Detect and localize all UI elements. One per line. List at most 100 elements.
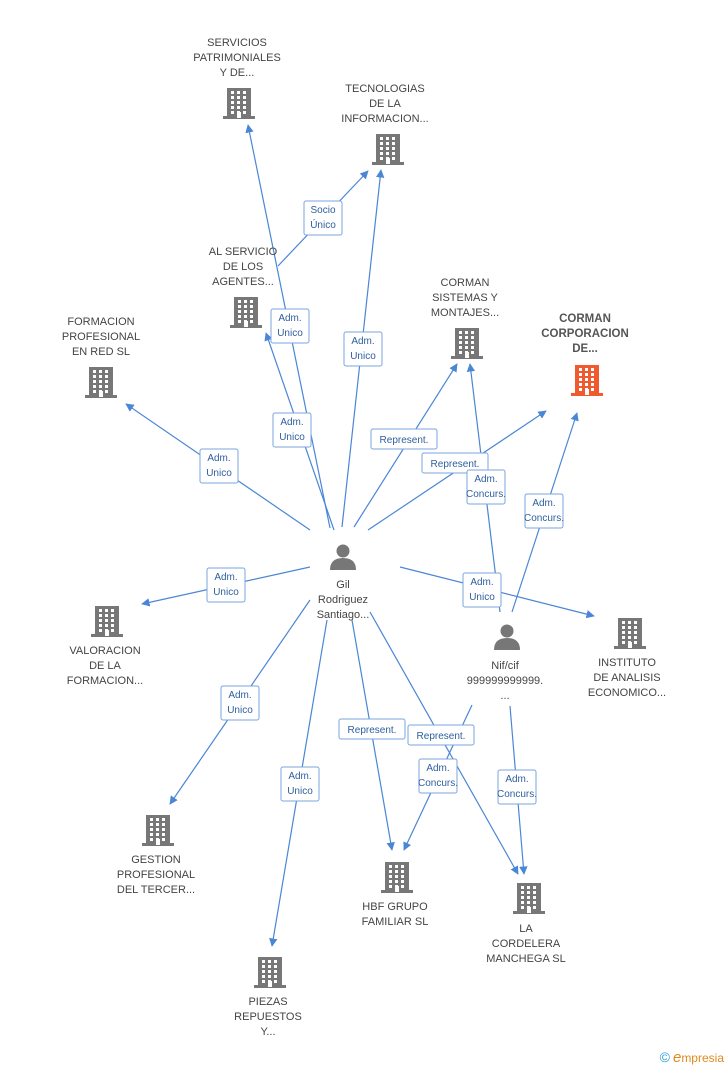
node-label-line: SERVICIOS <box>207 37 267 49</box>
building-icon <box>571 365 603 396</box>
edge-label-text: Concurs. <box>466 489 506 500</box>
node-label-line: HBF GRUPO <box>362 901 428 913</box>
edge-label-text: Unico <box>350 351 376 362</box>
building-icon <box>230 297 262 328</box>
node-nif[interactable]: Nif/cif999999999999.... <box>467 624 543 703</box>
edge-label-text: Unico <box>206 468 232 479</box>
edge-label-text: Adm. <box>474 474 497 485</box>
node-label-line: DE ANALISIS <box>593 672 660 684</box>
edge-label-box <box>524 493 564 529</box>
edge-label-text: Adm. <box>288 771 311 782</box>
node-label-line: CORMAN <box>559 313 611 325</box>
node-instituto[interactable]: INSTITUTO DE ANALISIS ECONOMICO... <box>588 618 666 699</box>
edge-label-box <box>418 758 458 794</box>
node-cordelera[interactable]: LA CORDELERA MANCHEGA SL <box>486 883 566 965</box>
building-icon <box>372 134 404 165</box>
node-label-line: INSTITUTO <box>598 657 656 669</box>
edge-label-text: Adm. <box>280 417 303 428</box>
edge-label-box <box>199 448 239 484</box>
node-label-line: MONTAJES... <box>431 307 499 319</box>
edge-label-e11[interactable]: Adm.Unico <box>462 572 502 608</box>
node-label-line: CORMAN <box>441 277 490 289</box>
edge-label-e3[interactable]: Adm.Unico <box>199 448 239 484</box>
edge-label-text: Represent. <box>380 435 429 446</box>
node-label-line: CORDELERA <box>492 938 561 950</box>
edge-label-text: Único <box>310 218 336 231</box>
edge-label-e9[interactable]: Adm.Concurs. <box>524 493 564 529</box>
node-piezas[interactable]: PIEZASREPUESTOSY... <box>234 957 302 1038</box>
node-gil[interactable]: GilRodriguezSantiago... <box>317 544 370 622</box>
node-label-line: 999999999999. <box>467 675 543 687</box>
node-label-line: DEL TERCER... <box>117 884 195 896</box>
edge-label-box <box>370 428 438 450</box>
person-icon <box>494 624 520 650</box>
edge-label-box <box>497 769 537 805</box>
edge-label-e6[interactable]: Represent. <box>370 428 438 450</box>
edge-label-e1[interactable]: Adm.Unico <box>270 308 310 344</box>
edge-label-e17[interactable]: Adm.Concurs. <box>418 758 458 794</box>
edge-label-e4[interactable]: Adm. Unico <box>343 331 383 367</box>
edge-label-text: Represent. <box>348 725 397 736</box>
edge-label-e18[interactable]: Adm.Concurs. <box>497 769 537 805</box>
brand-footer[interactable]: ©empresia <box>660 1049 724 1066</box>
edge-label-text: Socio <box>310 205 335 216</box>
building-icon <box>91 606 123 637</box>
edge-label-text: Adm. <box>228 690 251 701</box>
edge-label-e13[interactable]: Adm. Unico <box>280 766 320 802</box>
node-label-line: MANCHEGA SL <box>486 953 565 965</box>
edge-label-e8[interactable]: Adm. Concurs. <box>466 469 506 505</box>
node-label-line: FORMACION <box>67 316 134 328</box>
edge-label-e10[interactable]: Adm. Unico <box>206 567 246 603</box>
edge-label-text: Adm. <box>351 336 374 347</box>
building-icon <box>381 862 413 893</box>
edge-label-text: Adm. <box>532 498 555 509</box>
node-label-line: ECONOMICO... <box>588 687 666 699</box>
node-label-line: Santiago... <box>317 609 370 621</box>
edge-label-e2[interactable]: Adm. Unico <box>272 412 312 448</box>
brand-name: mpresia <box>681 1051 724 1065</box>
edge-label-text: Adm. <box>214 572 237 583</box>
node-label-line: PROFESIONAL <box>62 331 140 343</box>
edge-labels-layer: Adm.UnicoAdm.UnicoAdm.UnicoAdm.UnicoSoci… <box>199 200 564 805</box>
edge-label-box <box>421 452 489 474</box>
edge-label-e16[interactable]: Represent. <box>407 724 475 746</box>
node-label-line: Rodriguez <box>318 594 368 606</box>
building-icon <box>451 328 483 359</box>
edge-label-box <box>270 308 310 344</box>
edge-label-text: Adm. <box>278 313 301 324</box>
edge-label-box <box>462 572 502 608</box>
edge-label-text: Unico <box>213 587 239 598</box>
node-label-line: Y... <box>260 1026 275 1038</box>
node-cormancorp[interactable]: CORMAN CORPORACION DE... <box>541 313 629 396</box>
edge-label-e12[interactable]: Adm.Unico <box>220 685 260 721</box>
node-label-line: PATRIMONIALES <box>193 52 281 64</box>
edge-label-text: Unico <box>279 432 305 443</box>
node-label-line: CORPORACION <box>541 328 629 340</box>
node-label-line: LA <box>519 923 533 935</box>
edge-label-text: Unico <box>287 786 313 797</box>
node-label-line: AL SERVICIO <box>209 246 278 258</box>
edge-label-box <box>407 724 475 746</box>
node-label-line: AGENTES... <box>212 276 274 288</box>
edge-label-e15[interactable]: Represent. <box>338 718 406 740</box>
edge-label-e7[interactable]: Represent. <box>421 452 489 474</box>
edge-label-text: Unico <box>469 592 495 603</box>
node-label-line: DE... <box>572 343 598 355</box>
node-label-line: DE LA <box>369 98 401 110</box>
person-icon <box>330 544 356 570</box>
edge-label-box <box>280 766 320 802</box>
node-label-line: REPUESTOS <box>234 1011 302 1023</box>
edge-label-text: Represent. <box>417 731 466 742</box>
copyright-icon: © <box>659 1049 670 1065</box>
edge-label-box <box>343 331 383 367</box>
